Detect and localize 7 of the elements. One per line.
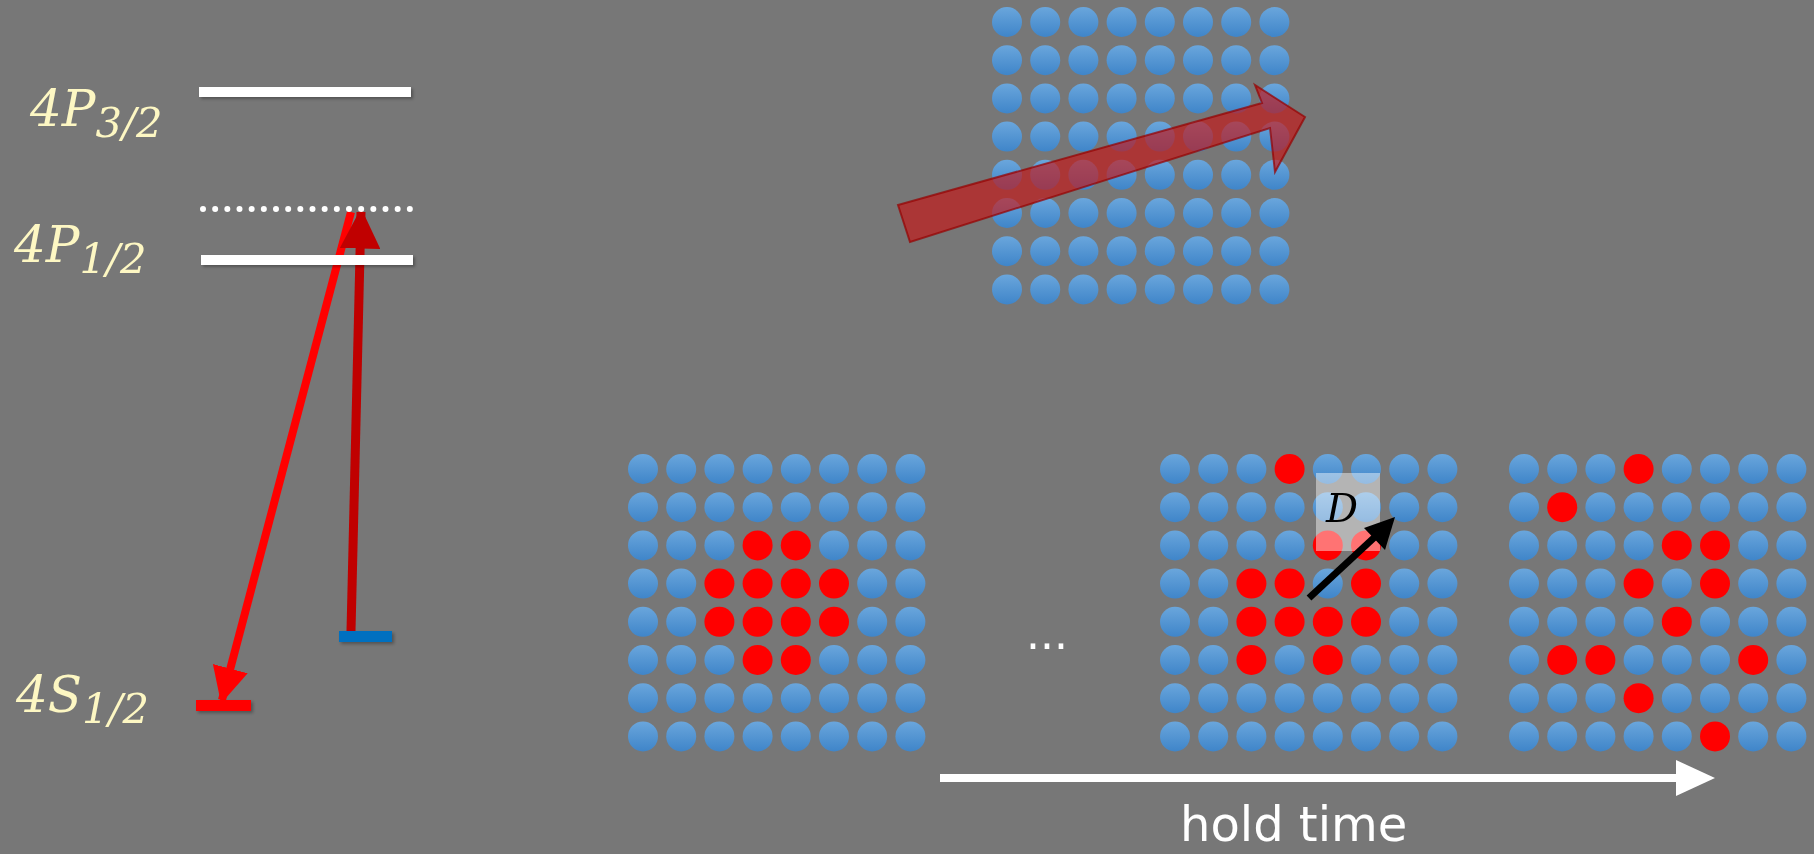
symbol-label: D [1326, 488, 1359, 528]
level-label: 4P$_{1/2}$ [14, 220, 147, 280]
level-label: 4S$_{1/2}$ [16, 670, 150, 730]
level-label: 4P$_{3/2}$ [30, 84, 163, 144]
ellipsis-label: ... [1026, 612, 1068, 656]
axis-label: hold time [1180, 800, 1408, 848]
virtual-level-line [200, 206, 413, 212]
